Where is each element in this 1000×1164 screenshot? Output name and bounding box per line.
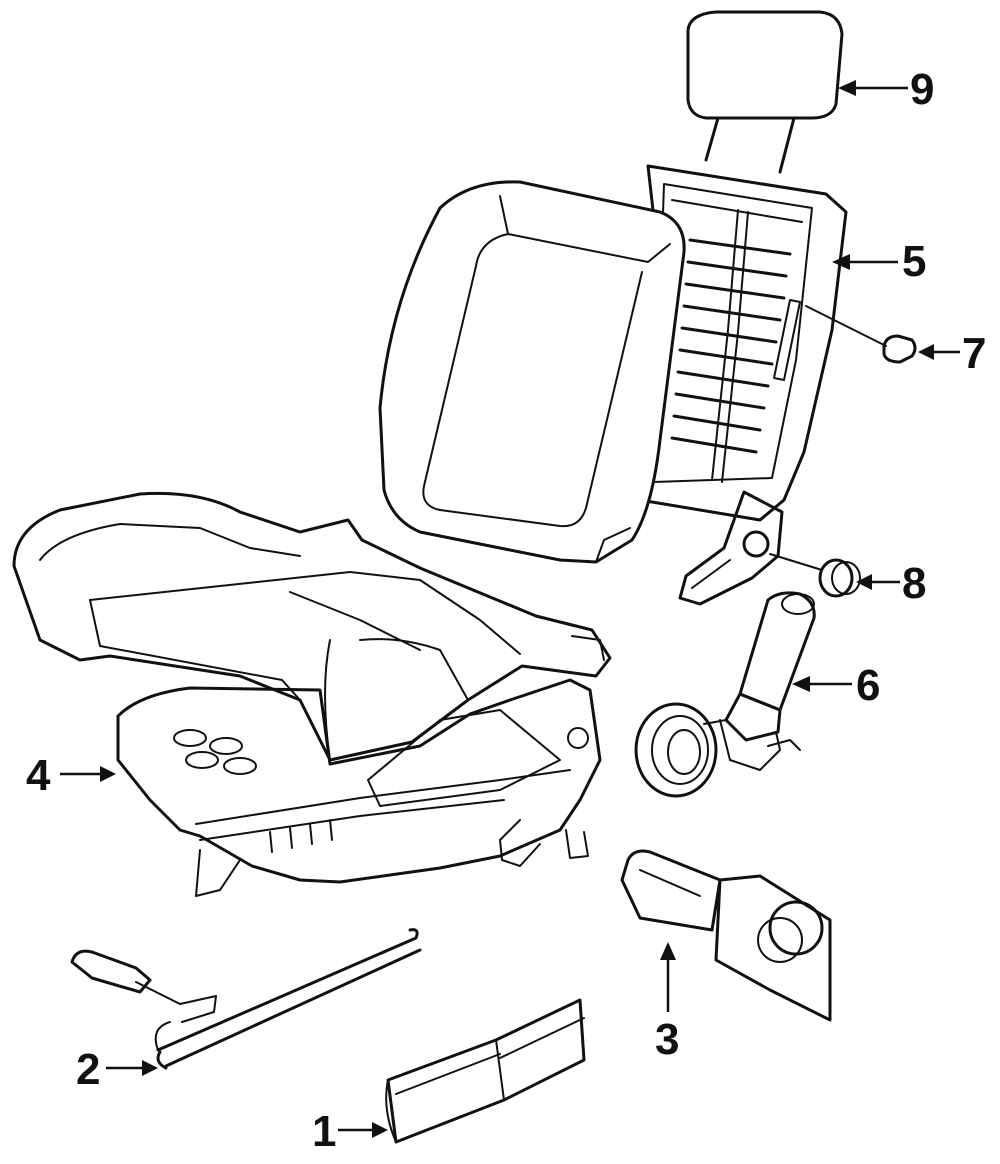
seat-back-cushion [378,180,686,564]
svg-text:5: 5 [902,237,926,286]
callout-8: 8 [856,559,926,608]
svg-text:8: 8 [902,559,926,608]
callout-4: 4 [26,751,116,800]
svg-text:9: 9 [910,65,934,114]
callout-2: 2 [76,1045,158,1094]
callout-7: 7 [918,329,986,378]
callout-9: 9 [838,65,934,114]
cap-plug [769,553,861,598]
svg-text:2: 2 [76,1045,100,1094]
callout-6: 6 [792,661,880,710]
svg-text:7: 7 [962,329,986,378]
motor-with-coil [634,591,816,798]
cover-trim [385,998,586,1144]
callout-1: 1 [312,1107,388,1156]
svg-text:6: 6 [856,661,880,710]
svg-text:4: 4 [26,751,51,800]
release-rod [70,928,422,1070]
callout-5: 5 [832,237,926,286]
seat-frame [116,678,602,897]
svg-text:3: 3 [655,1015,679,1064]
svg-text:1: 1 [312,1107,336,1156]
callout-3: 3 [655,942,679,1064]
headrest [686,10,844,174]
clip-part [805,305,917,364]
track-motor [620,849,832,1022]
